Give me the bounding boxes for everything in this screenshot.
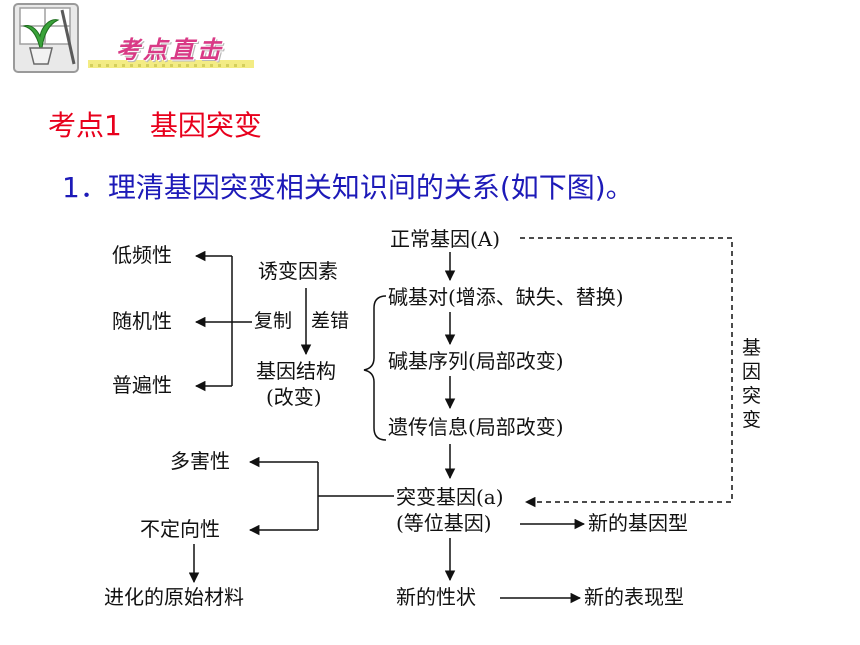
section-title: 考点1 基因突变 (48, 109, 262, 142)
new-phenotype-label: 新的表现型 (584, 585, 684, 609)
universality-label: 普遍性 (112, 373, 172, 397)
normal-gene-label: 正常基因(A) (390, 227, 500, 251)
genetic-info-label: 遗传信息(局部改变) (388, 415, 564, 439)
allele-label: (等位基因) (396, 511, 492, 535)
randomness-label: 随机性 (112, 309, 172, 333)
potted-plant-logo-icon (13, 3, 79, 73)
mutant-gene-label: 突变基因(a) (396, 485, 504, 509)
banner-title: 考点直击 (116, 36, 224, 64)
base-sequence-label: 碱基序列(局部改变) (388, 349, 564, 373)
structure-change-label: (改变) (266, 385, 322, 409)
mostly-harmful-label: 多害性 (170, 449, 230, 473)
inducing-factors-label: 诱变因素 (258, 259, 338, 283)
gene-mutation-char-1: 基 (742, 337, 761, 359)
new-trait-label: 新的性状 (396, 585, 476, 609)
base-pair-label: 碱基对(增添、缺失、替换) (388, 285, 624, 309)
gene-mutation-char-2: 因 (742, 361, 761, 383)
gene-structure-label: 基因结构 (256, 359, 336, 383)
gene-mutation-char-4: 变 (742, 409, 761, 431)
gene-mutation-char-3: 突 (742, 385, 761, 407)
replication-error-label: 复制 差错 (254, 310, 349, 332)
dashed-mutation-path (520, 237, 733, 508)
low-frequency-label: 低频性 (112, 243, 172, 267)
banner-background (82, 30, 257, 70)
intro-text: 1．理清基因突变相关知识间的关系(如下图)。 (62, 171, 634, 204)
new-genotype-label: 新的基因型 (588, 511, 688, 535)
evolution-material-label: 进化的原始材料 (104, 585, 244, 609)
undirected-label: 不定向性 (140, 517, 220, 541)
curly-brace (363, 295, 387, 441)
